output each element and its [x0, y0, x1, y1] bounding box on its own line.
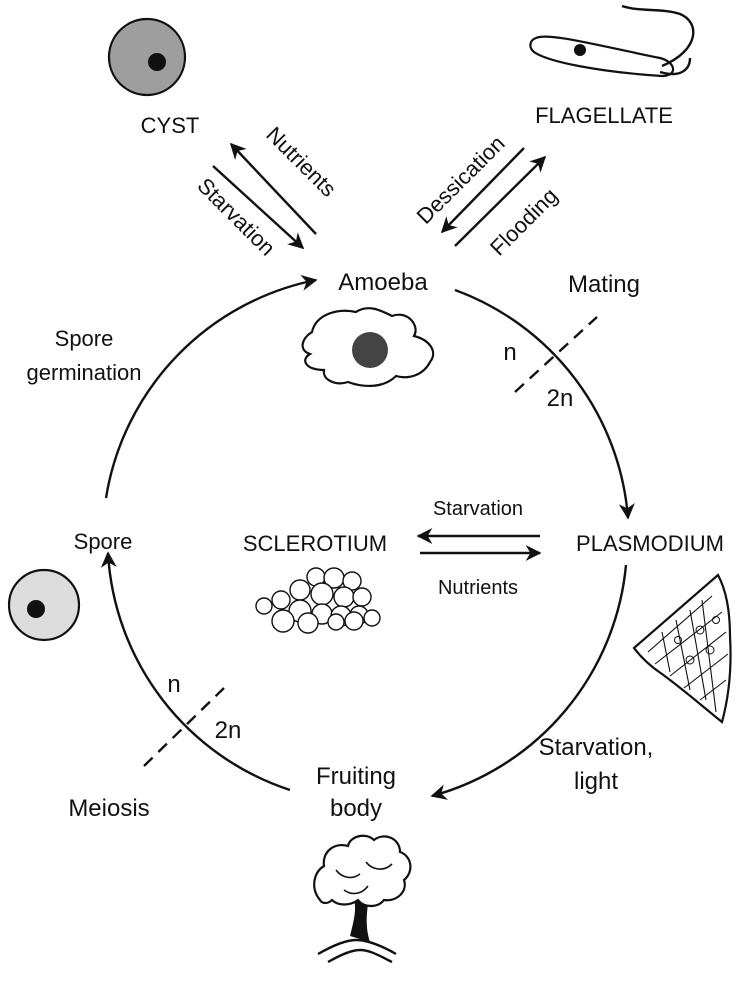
mating-diploid-label: 2n — [547, 385, 574, 412]
mating-haploid-label: n — [503, 339, 516, 366]
spore-germination-label-line2: germination — [27, 360, 142, 385]
amoeba-label: Amoeba — [338, 269, 428, 296]
fruiting-body-label-line1: Fruiting — [316, 763, 396, 790]
spore-germination-label-line1: Spore — [55, 326, 114, 351]
arc-amoeba-to-plasmodium — [454, 288, 635, 520]
arrow-amoeba-to-cyst-starvation — [212, 165, 305, 250]
arrow-cyst-to-amoeba-nutrients — [229, 142, 317, 235]
spore-label: Spore — [74, 529, 133, 554]
fruiting-body-label-line2: body — [330, 795, 382, 822]
meiosis-boundary-dashed-line — [143, 687, 225, 767]
arc-plasmodium-to-fruiting-body — [430, 564, 628, 800]
starvation-label-to-sclerotium: Starvation — [433, 498, 523, 520]
arc-fruiting-body-to-spore — [100, 551, 291, 792]
starvation-light-label-line1: Starvation, — [539, 734, 654, 761]
mating-label: Mating — [568, 271, 640, 298]
fruiting-body-icon — [313, 834, 412, 964]
meiosis-diploid-label: 2n — [215, 717, 242, 744]
amoeba-icon — [301, 307, 435, 388]
meiosis-label: Meiosis — [68, 795, 149, 822]
spore-icon — [7, 568, 81, 642]
plasmodium-label: PLASMODIUM — [576, 531, 724, 556]
flooding-label: Flooding — [485, 183, 562, 260]
flagellate-icon — [529, 4, 695, 78]
flagellate-label: FLAGELLATE — [535, 103, 673, 128]
sclerotium-label: SCLEROTIUM — [243, 531, 387, 556]
nutrients-label-to-plasmodium: Nutrients — [438, 577, 518, 599]
plasmodium-icon — [632, 573, 732, 724]
sclerotium-icon — [255, 567, 381, 634]
starvation-light-label-line2: light — [574, 768, 618, 795]
cyst-label: CYST — [141, 113, 200, 138]
arc-spore-to-amoeba — [104, 274, 318, 499]
cyst-icon — [107, 17, 187, 97]
arrow-amoeba-to-flagellate-flooding — [454, 155, 547, 247]
meiosis-haploid-label: n — [167, 671, 180, 698]
arrow-flagellate-to-amoeba-dessication — [440, 147, 525, 234]
